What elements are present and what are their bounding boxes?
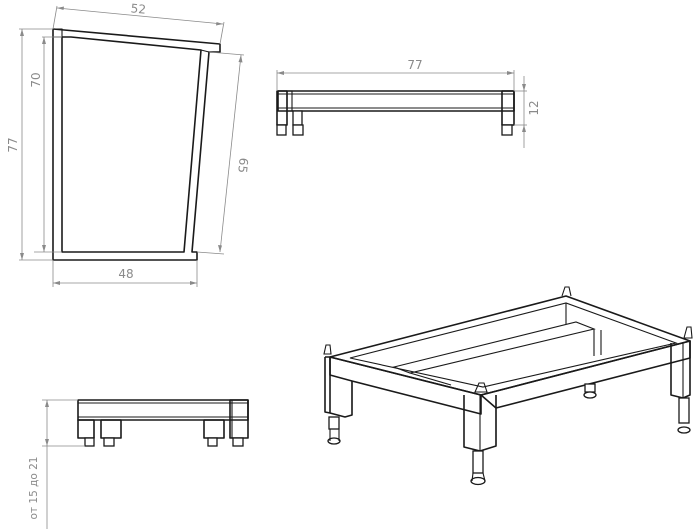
iso-foot-front: [472, 450, 484, 474]
side-view: от 15 до 21: [28, 399, 249, 529]
dim-outer-height-label: 77: [6, 137, 20, 152]
side-view-right-post-a: [203, 419, 225, 439]
top-view-inner-opening: [61, 36, 202, 253]
dim-top-width-label: 52: [130, 1, 146, 16]
iso-foot-right: [678, 397, 690, 424]
front-view: 77 12: [276, 58, 541, 148]
side-view-foot-4: [232, 437, 244, 447]
dim-front-height: 12: [514, 76, 541, 148]
front-view-foot-left-3: [292, 124, 304, 136]
isometric-view: [323, 286, 693, 486]
dim-top-width: 52: [52, 1, 225, 45]
iso-top-frame-outer: [329, 295, 691, 396]
side-view-foot-2: [103, 437, 115, 447]
dim-front-length: 77: [276, 58, 515, 91]
iso-leg-back: [561, 286, 572, 297]
front-view-foot-left-2: [292, 110, 303, 126]
dim-side-length-label: 65: [235, 157, 251, 174]
iso-right-rail: [480, 340, 691, 409]
dim-bottom-width-label: 48: [118, 267, 133, 281]
dim-bottom-width: 48: [52, 260, 198, 287]
side-view-mid-post: [100, 419, 122, 439]
side-view-foot-3: [207, 437, 218, 447]
iso-leg-right: [670, 341, 691, 399]
front-view-foot-right: [501, 124, 513, 136]
top-view: 52 70 77 65: [6, 1, 251, 287]
dim-outer-height: 77: [6, 28, 53, 261]
side-view-left-post: [77, 419, 95, 439]
dim-side-length: 65: [196, 51, 251, 255]
iso-leg-left: [324, 356, 353, 418]
top-view-rail-edge: [200, 49, 210, 53]
dim-inner-height-label: 70: [29, 72, 43, 87]
front-view-foot-left-1: [276, 124, 287, 136]
dim-inner-height: 70: [29, 36, 62, 253]
dim-leg-range: от 15 до 21: [28, 399, 85, 529]
iso-cross-rail: [392, 321, 596, 374]
dim-front-length-label: 77: [407, 58, 422, 72]
iso-foot-back: [584, 383, 596, 393]
dim-front-height-label: 12: [527, 100, 541, 115]
iso-top-frame-inner: [349, 302, 678, 388]
top-view-outer-contour: [52, 28, 221, 261]
side-view-right-post-b: [229, 399, 249, 439]
side-view-foot-1: [84, 437, 95, 447]
dim-leg-range-label: от 15 до 21: [28, 457, 40, 520]
iso-foot-left: [328, 416, 340, 430]
